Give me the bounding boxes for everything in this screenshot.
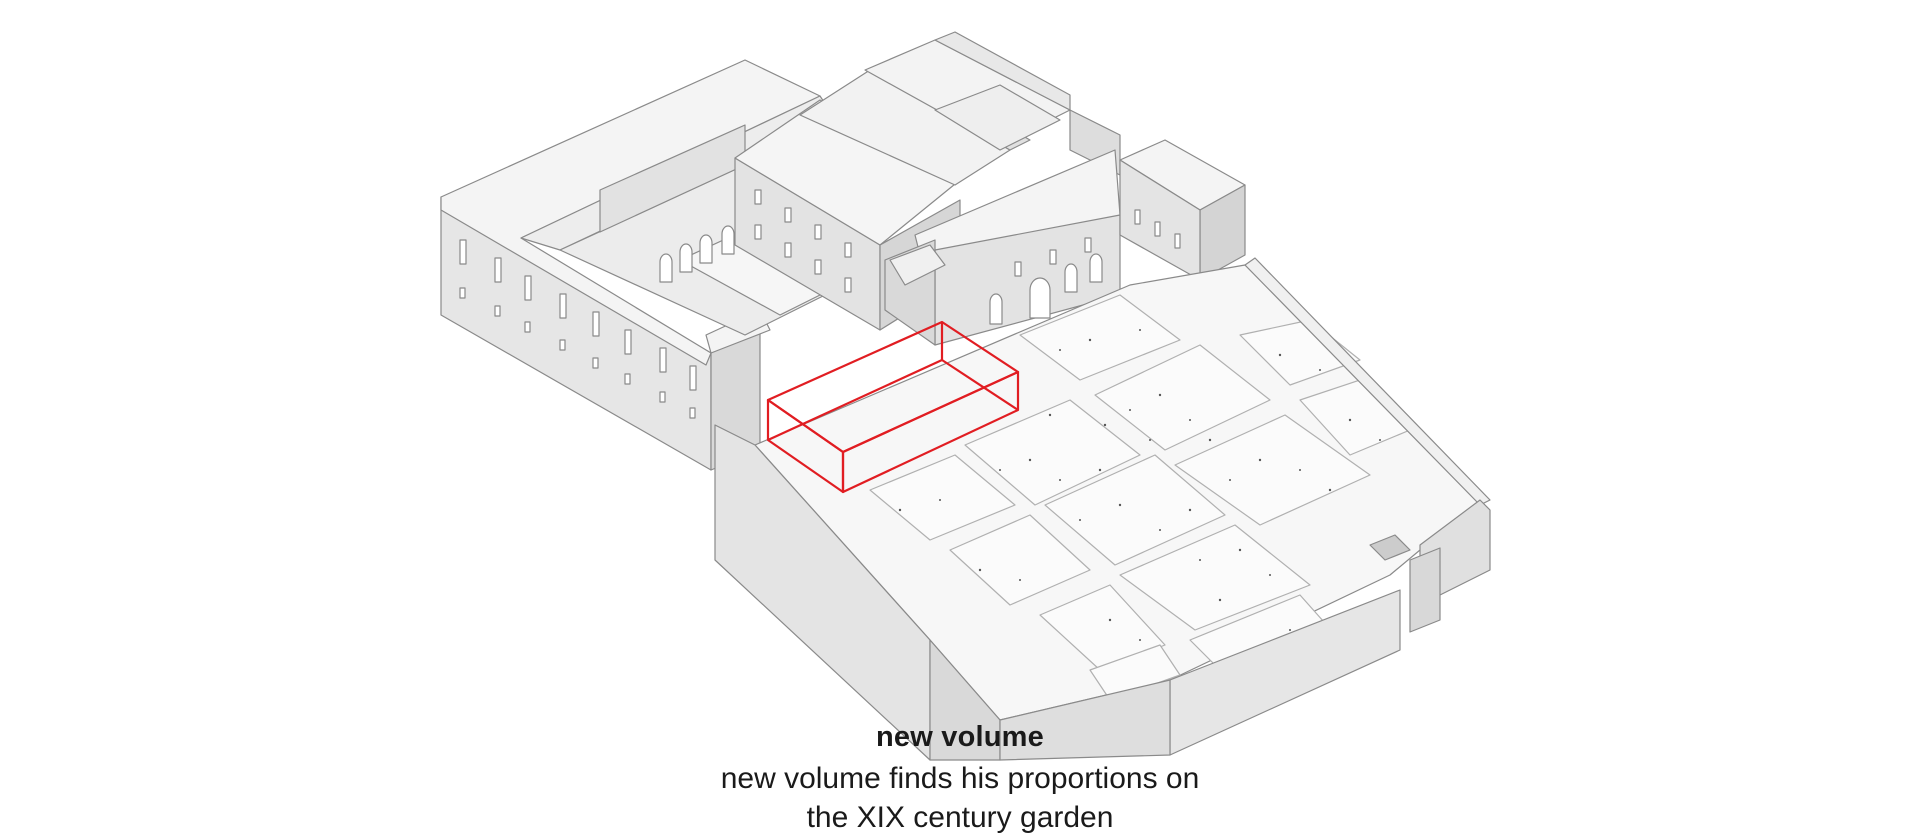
caption-line-1: new volume finds his proportions on: [720, 762, 1200, 795]
front-cloister-building: [884, 149, 1121, 346]
perimeter-walls: [714, 257, 1491, 761]
caption-description: new volume finds his proportions on the …: [0, 759, 1920, 837]
garden: [754, 264, 1481, 721]
caption-title: new volume: [876, 721, 1044, 753]
new-volume-outline: [766, 320, 1020, 494]
caption-line-2: the XIX century garden: [806, 801, 1114, 834]
right-small-building: [1119, 139, 1246, 281]
